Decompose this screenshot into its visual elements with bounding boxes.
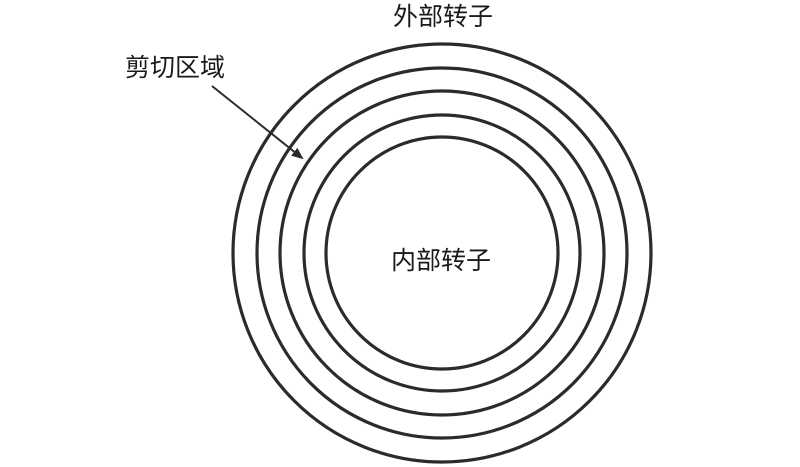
- ring-4: [302, 113, 582, 393]
- concentric-rings: [231, 42, 653, 464]
- ring-3: [278, 89, 606, 417]
- shear-zone-arrow: [211, 85, 304, 160]
- outer-rotor-label: 外部转子: [393, 2, 493, 31]
- ring-outer: [231, 42, 653, 464]
- shear-zone-label: 剪切区域: [125, 53, 225, 82]
- ring-inner: [324, 135, 560, 371]
- ring-2: [255, 66, 629, 440]
- inner-rotor-label: 内部转子: [391, 246, 491, 275]
